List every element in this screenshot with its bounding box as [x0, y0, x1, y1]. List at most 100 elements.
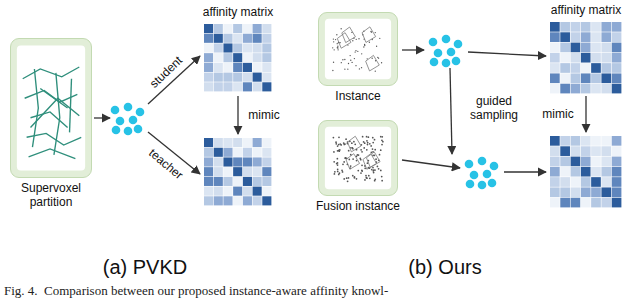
matrix-cell	[550, 43, 560, 53]
point-cloud-dot	[361, 67, 362, 68]
point-cloud-dot	[338, 144, 340, 146]
point-cloud-dot	[381, 139, 383, 141]
feature-point	[478, 157, 487, 166]
point-cloud-dot	[361, 53, 362, 54]
matrix-cell	[253, 24, 262, 33]
supervoxel-stroke	[29, 149, 76, 159]
matrix-cell	[223, 187, 232, 196]
point-cloud-dot	[333, 49, 334, 50]
matrix-cell	[581, 53, 591, 63]
matrix-cell	[253, 177, 262, 186]
matrix-cell	[612, 84, 622, 94]
point-cloud-dot	[370, 145, 372, 147]
mimic-label: mimic	[542, 107, 573, 121]
matrix-cell	[591, 84, 601, 94]
matrix-cell	[233, 196, 242, 205]
point-cloud-dot	[344, 59, 345, 60]
point-cloud-dot	[370, 31, 371, 32]
matrix-cell	[253, 187, 262, 196]
point-cloud-dot	[352, 158, 354, 160]
matrix-cell	[571, 177, 581, 187]
image-box: Supervoxel partition	[10, 38, 92, 178]
supervoxel-stroke	[70, 79, 72, 133]
matrix-cell	[550, 167, 560, 177]
point-cloud-dot	[332, 47, 333, 48]
matrix-cell	[601, 198, 611, 208]
branch-label: teacher	[146, 146, 186, 182]
matrix-cell	[601, 63, 611, 73]
feature-point	[116, 117, 125, 126]
sketch	[11, 39, 91, 177]
point-cloud-dot	[377, 57, 378, 58]
point-cloud-dot	[362, 136, 364, 138]
matrix-cell	[560, 198, 570, 208]
point-cloud-dot	[350, 165, 352, 167]
matrix-cell	[581, 177, 591, 187]
point-cloud-dot	[337, 49, 338, 50]
supervoxel-stroke	[40, 88, 67, 108]
point-cloud-dot	[366, 149, 368, 151]
point-cloud-dot	[343, 142, 345, 144]
matrix-cell	[214, 73, 223, 82]
matrix-cell	[612, 157, 622, 167]
matrix-cell	[581, 32, 591, 42]
matrix-cell	[612, 187, 622, 197]
matrix-cell	[214, 167, 223, 176]
feature-point	[442, 35, 451, 44]
point-cloud-dot	[340, 28, 341, 29]
matrix-cell	[253, 53, 262, 62]
matrix-cell	[233, 43, 242, 52]
sampling-label: guided sampling	[462, 94, 526, 122]
point-cloud-dot	[381, 176, 383, 178]
point-cloud-dot	[335, 143, 337, 145]
matrix-cell	[581, 146, 591, 156]
point-cloud-dot	[337, 164, 339, 166]
point-cloud-dot	[339, 149, 341, 151]
point-cloud-dot	[365, 177, 367, 179]
supervoxel-stroke	[23, 67, 80, 79]
matrix-cell	[581, 198, 591, 208]
matrix-cell	[560, 157, 570, 167]
matrix-cell	[591, 32, 601, 42]
point-cloud-dot	[354, 176, 356, 178]
feature-point	[470, 171, 479, 180]
point-cloud-dot	[339, 42, 340, 43]
point-cloud-dot	[380, 170, 382, 172]
box-label: Supervoxel partition	[1, 181, 101, 209]
matrix-cell	[601, 187, 611, 197]
matrix-cell	[243, 43, 252, 52]
matrix-cell	[591, 187, 601, 197]
matrix-cell	[581, 167, 591, 177]
matrix-cell	[262, 82, 271, 91]
point-cloud-dot	[372, 170, 374, 172]
matrix-cell	[233, 148, 242, 157]
matrix-cell	[591, 53, 601, 63]
matrix-cell	[601, 157, 611, 167]
flow-arrow	[585, 96, 586, 132]
point-cloud-dot	[373, 172, 375, 174]
matrix-cell	[243, 177, 252, 186]
matrix-cell	[601, 177, 611, 187]
matrix-cell	[262, 53, 271, 62]
matrix-cell	[223, 138, 232, 147]
point-cloud-dot	[355, 65, 356, 66]
matrix-cell	[214, 177, 223, 186]
matrix-cell	[550, 187, 560, 197]
point-cloud-dot	[352, 40, 353, 41]
point-cloud-dot	[337, 46, 338, 47]
matrix-cell	[601, 32, 611, 42]
point-cloud-dot	[365, 175, 367, 177]
matrix-cell	[214, 187, 223, 196]
point-cloud-dot	[367, 144, 369, 146]
matrix-cell	[591, 63, 601, 73]
matrix-title: affinity matrix	[203, 5, 273, 19]
feature-point	[430, 58, 439, 67]
matrix-cell	[204, 73, 213, 82]
feature-point	[111, 106, 120, 115]
feature-point	[442, 59, 451, 68]
matrix-cell	[560, 63, 570, 73]
point-cloud-dot	[337, 145, 339, 147]
matrix-cell	[253, 73, 262, 82]
point-cloud-dot	[374, 169, 376, 171]
point-cloud-dot	[345, 138, 347, 140]
